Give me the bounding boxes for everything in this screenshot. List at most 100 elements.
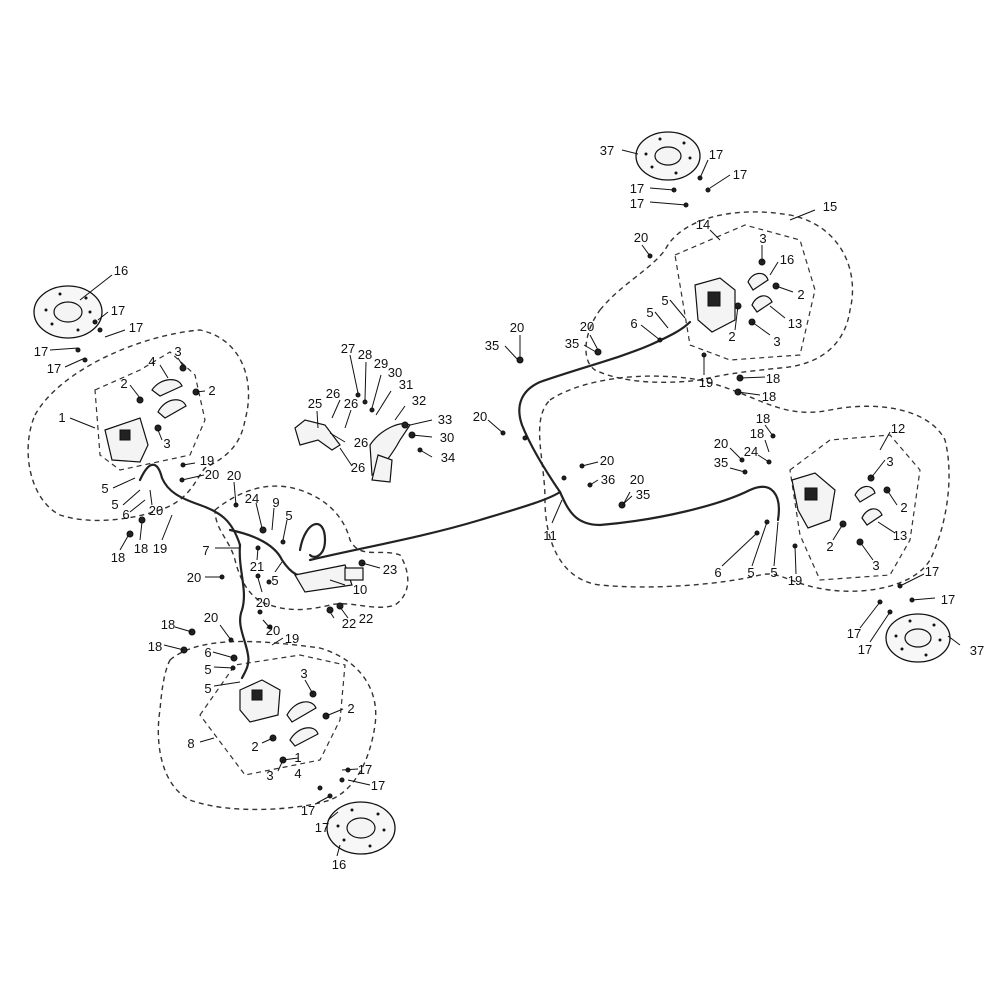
callout-label: 20 [510, 320, 524, 335]
brake-line-main-right [308, 490, 562, 562]
callout-label: 26 [326, 386, 340, 401]
callout-label: 5 [285, 508, 292, 523]
callout-label: 3 [886, 454, 893, 469]
callout-label: 18 [148, 639, 162, 654]
callout-label: 20 [149, 503, 163, 518]
caliper-rear-right [694, 272, 773, 333]
callout-label: 32 [412, 393, 426, 408]
callout-label: 5 [101, 481, 108, 496]
callout-label: 20 [256, 595, 270, 610]
front-left-assembly-outline [27, 329, 250, 522]
callout-label: 35 [714, 455, 728, 470]
callout-label: 2 [251, 739, 258, 754]
callout-label: 2 [797, 287, 804, 302]
callout-label: 2 [208, 383, 215, 398]
callout-label: 17 [847, 626, 861, 641]
callout-label: 5 [271, 573, 278, 588]
callout-label: 31 [399, 377, 413, 392]
callout-label: 35 [485, 338, 499, 353]
caliper-front-left [104, 379, 187, 463]
callout-label: 17 [47, 361, 61, 376]
callout-label: 11 [543, 528, 557, 543]
callout-label: 17 [34, 344, 48, 359]
callout-label: 19 [153, 541, 167, 556]
callout-label: 19 [788, 573, 802, 588]
callout-label: 5 [111, 497, 118, 512]
callout-label: 20 [600, 453, 614, 468]
callout-label: 20 [630, 472, 644, 487]
callout-label: 26 [354, 435, 368, 450]
caliper-front-right [791, 472, 883, 529]
callout-label: 22 [359, 611, 373, 626]
callout-label: 18 [756, 411, 770, 426]
callout-label: 24 [245, 491, 259, 506]
brake-line-front-left [138, 463, 242, 547]
leader-lines [49, 149, 961, 857]
brake-line-rear-left [238, 543, 250, 680]
callout-label: 1 [294, 750, 301, 765]
brake-disc-rear-left [326, 801, 396, 855]
callout-label: 17 [315, 820, 329, 835]
callout-label: 18 [134, 541, 148, 556]
callout-label: 17 [129, 320, 143, 335]
callout-label: 17 [301, 803, 315, 818]
callout-label: 20 [473, 409, 487, 424]
callout-label: 20 [580, 319, 594, 334]
callout-label: 24 [744, 444, 758, 459]
callout-label: 21 [250, 559, 264, 574]
callout-label: 2 [728, 329, 735, 344]
master-cylinder-outline [214, 485, 409, 611]
callout-label: 20 [205, 467, 219, 482]
brake-disc-front-right [885, 613, 951, 663]
callout-label: 18 [161, 617, 175, 632]
callout-label: 6 [630, 316, 637, 331]
callout-label: 13 [788, 316, 802, 331]
callout-label: 37 [600, 143, 614, 158]
callout-label: 20 [187, 570, 201, 585]
rear-left-assembly-outline [157, 640, 377, 811]
callout-label: 5 [747, 565, 754, 580]
callout-label: 18 [766, 371, 780, 386]
group-outlines [27, 211, 950, 811]
callout-label: 10 [353, 582, 367, 597]
callout-label: 22 [342, 616, 356, 631]
callout-label: 2 [347, 701, 354, 716]
callout-label: 17 [925, 564, 939, 579]
callout-label: 30 [388, 365, 402, 380]
callout-label: 3 [300, 666, 307, 681]
fittings [75, 175, 915, 799]
callout-label: 30 [440, 430, 454, 445]
callout-label: 27 [341, 341, 355, 356]
callout-label: 17 [709, 147, 723, 162]
callout-label: 16 [780, 252, 794, 267]
callout-label: 18 [762, 389, 776, 404]
callout-label: 3 [872, 558, 879, 573]
callout-label: 3 [266, 768, 273, 783]
callout-label: 36 [601, 472, 615, 487]
callout-label: 15 [823, 199, 837, 214]
callout-label: 35 [636, 487, 650, 502]
brake-line-front-right [558, 485, 780, 527]
callout-label: 28 [358, 347, 372, 362]
callout-label: 17 [371, 778, 385, 793]
master-cylinder [294, 564, 364, 614]
callout-label: 3 [163, 436, 170, 451]
callout-label: 6 [204, 645, 211, 660]
callout-label: 9 [272, 495, 279, 510]
front-left-caliper-outline [94, 351, 206, 471]
callout-label: 6 [714, 565, 721, 580]
callout-label: 17 [941, 592, 955, 607]
callout-label: 17 [630, 196, 644, 211]
callout-label: 2 [826, 539, 833, 554]
callout-label: 8 [187, 736, 194, 751]
callout-label: 17 [733, 167, 747, 182]
callout-label: 18 [750, 426, 764, 441]
callout-label: 5 [646, 305, 653, 320]
brake-disc-front-left [33, 285, 103, 339]
right-front-caliper-outline [789, 434, 921, 581]
callout-label: 18 [111, 550, 125, 565]
callout-label: 20 [714, 436, 728, 451]
callout-label: 17 [858, 642, 872, 657]
